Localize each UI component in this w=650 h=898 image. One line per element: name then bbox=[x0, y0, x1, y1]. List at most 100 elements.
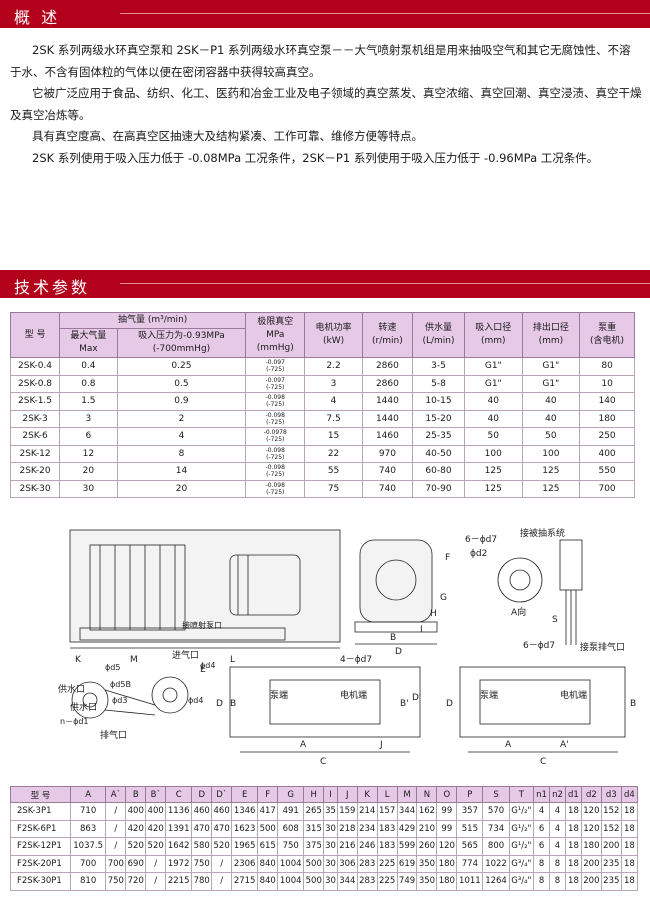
dim-cell: 400 bbox=[145, 802, 167, 821]
spec-cell-rpm: 740 bbox=[361, 479, 413, 498]
dim-cell: 246 bbox=[356, 837, 378, 856]
dim-header: J bbox=[336, 786, 358, 803]
dim-cell: 608 bbox=[277, 819, 305, 838]
dim-header: M bbox=[396, 786, 418, 803]
spec-cell-p: 0.5 bbox=[116, 374, 247, 393]
spec-cell-weight: 250 bbox=[579, 427, 635, 446]
spec-cell-outlet: 40 bbox=[521, 409, 581, 428]
dim-cell: 99 bbox=[436, 802, 458, 821]
dim-cell: 599 bbox=[396, 837, 418, 856]
spec-cell-water: 5-8 bbox=[411, 374, 465, 393]
dim-cell: 152 bbox=[600, 802, 622, 821]
dim-cell: 375 bbox=[303, 837, 325, 856]
label-k: K bbox=[75, 655, 82, 665]
spec-cell-water: 3-5 bbox=[411, 357, 465, 376]
dim-cell: 6 bbox=[533, 837, 551, 856]
spec-cell-kw: 55 bbox=[304, 462, 363, 481]
spec-cell-kw: 7.5 bbox=[304, 409, 363, 428]
dim-cell: 235 bbox=[600, 872, 622, 891]
spec-cell-water: 10-15 bbox=[411, 392, 465, 411]
dim-cell-model: F2SK-30P1 bbox=[10, 872, 71, 891]
dim-cell: 18 bbox=[564, 837, 582, 856]
label-i: I bbox=[420, 625, 423, 635]
spec-cell-inlet: 40 bbox=[463, 392, 523, 411]
spec-cell-p: 4 bbox=[116, 427, 247, 446]
dim-cell: G³/₄" bbox=[508, 854, 535, 873]
header-capacity: 抽气量 (m³/min) bbox=[59, 312, 247, 329]
dim-cell: 162 bbox=[416, 802, 438, 821]
flange-left bbox=[71, 681, 109, 719]
dim-cell: 749 bbox=[396, 872, 418, 891]
dim-cell: 120 bbox=[580, 819, 602, 838]
spec-cell-inlet: 125 bbox=[463, 462, 523, 481]
spec-cell-vac: -0.097 (-725) bbox=[245, 357, 306, 376]
dim-cell: 1011 bbox=[456, 872, 484, 891]
spec-cell-inlet: 50 bbox=[463, 427, 523, 446]
dim-header: A` bbox=[105, 786, 127, 803]
spec-cell-max: 12 bbox=[59, 444, 118, 463]
dim-cell: 152 bbox=[600, 819, 622, 838]
dim-cell: 234 bbox=[356, 819, 378, 838]
spec-cell-weight: 140 bbox=[579, 392, 635, 411]
dim-header: 型 号 bbox=[10, 786, 71, 803]
spec-cell-water: 70-90 bbox=[411, 479, 465, 498]
dim-cell: 35 bbox=[323, 802, 338, 821]
dim-header: N bbox=[416, 786, 438, 803]
dim-cell: 810 bbox=[69, 872, 107, 891]
spec-cell-max: 0.4 bbox=[59, 357, 118, 376]
dim-cell: 1264 bbox=[482, 872, 510, 891]
dim-cell: 570 bbox=[482, 802, 510, 821]
header-divider bbox=[120, 283, 650, 284]
dim-header: B` bbox=[145, 786, 167, 803]
dim-cell: 460 bbox=[211, 802, 233, 821]
dim-header: n2 bbox=[549, 786, 566, 803]
label-pump-end: 泵端 bbox=[270, 689, 288, 701]
spec-cell-rpm: 1460 bbox=[361, 427, 413, 446]
spec-cell-model: 2SK-20 bbox=[9, 462, 61, 481]
dim-header: F bbox=[257, 786, 279, 803]
spec-cell-p: 0.9 bbox=[116, 392, 247, 411]
spec-table: 型 号 抽气量 (m³/min) 极限真空 MPa (mmHg) 电机功率 (k… bbox=[9, 312, 635, 498]
header-speed: 转速 (r/min) bbox=[361, 312, 413, 358]
label-d7-6b: 6－ϕd7 bbox=[523, 641, 555, 651]
intro-paragraph: 具有真空度高、在高真空区抽速大及结构紧凑、工作可靠、维修方便等特点。 bbox=[32, 129, 423, 143]
dim-cell: 690 bbox=[125, 854, 147, 873]
spec-cell-max: 1.5 bbox=[59, 392, 118, 411]
dim-cell: 235 bbox=[600, 854, 622, 873]
dim-header: n1 bbox=[533, 786, 551, 803]
dim-cell: 460 bbox=[191, 802, 213, 821]
spec-cell-outlet: 125 bbox=[521, 462, 581, 481]
dim-cell: G¹/₂" bbox=[508, 837, 535, 856]
dim-cell: 18 bbox=[620, 837, 639, 856]
header-divider bbox=[120, 13, 650, 14]
label-a-direction: A向 bbox=[511, 606, 526, 618]
dim-cell: 180 bbox=[436, 854, 458, 873]
overview-title: 概 述 bbox=[14, 8, 61, 27]
dim-cell: 470 bbox=[211, 819, 233, 838]
header-model: 型 号 bbox=[9, 312, 61, 358]
dim-cell: G³/₄" bbox=[508, 872, 535, 891]
dim-cell: 780 bbox=[191, 872, 213, 891]
spec-cell-kw: 4 bbox=[304, 392, 363, 411]
label-d: D bbox=[395, 647, 402, 657]
spec-cell-model: 2SK-12 bbox=[9, 444, 61, 463]
dim-cell: 1022 bbox=[482, 854, 510, 873]
dim-cell: 210 bbox=[416, 819, 438, 838]
spec-cell-weight: 10 bbox=[579, 374, 635, 393]
dim-cell-model: F2SK-12P1 bbox=[10, 837, 71, 856]
dim-cell: 8 bbox=[549, 854, 566, 873]
spec-cell-outlet: G1" bbox=[521, 374, 581, 393]
dim-header: d1 bbox=[564, 786, 582, 803]
label-d7-6a: 6－ϕd7 bbox=[465, 535, 497, 545]
label-c-plan1: C bbox=[320, 757, 326, 767]
spec-cell-weight: 400 bbox=[579, 444, 635, 463]
dim-cell: 200 bbox=[580, 854, 602, 873]
dim-cell: 580 bbox=[191, 837, 213, 856]
dim-header: d4 bbox=[620, 786, 639, 803]
label-e: E bbox=[200, 665, 206, 675]
dim-cell: 18 bbox=[620, 854, 639, 873]
dim-cell: 350 bbox=[416, 872, 438, 891]
